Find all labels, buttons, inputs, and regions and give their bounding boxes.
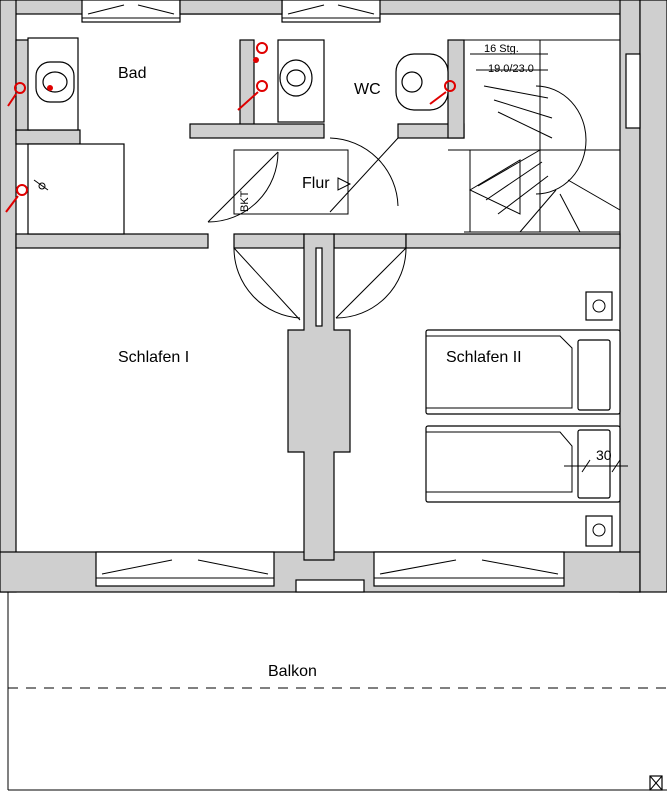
stairs-step-count: 16 Stg.: [484, 43, 519, 55]
doors: [207, 137, 407, 321]
side-window: [625, 53, 641, 129]
stairs-ratio: 19.0/23.0: [488, 63, 534, 75]
interior-walls: [15, 39, 621, 561]
balcony: [0, 591, 667, 791]
dimension-label: 30: [596, 447, 612, 463]
installation-markers: [5, 42, 456, 213]
bathroom-fixtures: [27, 37, 449, 235]
bottom-windows: [95, 551, 565, 593]
room-label-flur: Flur: [302, 175, 330, 192]
room-label-balkon: Balkon: [268, 663, 317, 680]
bkt-label: BKT: [239, 190, 251, 212]
top-windows: [81, 0, 381, 23]
room-label-wc: WC: [354, 81, 381, 98]
bedroom-furniture: [425, 291, 628, 547]
staircase: [448, 39, 621, 233]
room-label-schlafen-2: Schlafen II: [446, 349, 522, 366]
flur-outline: [233, 149, 349, 215]
room-label-bad: Bad: [118, 65, 146, 82]
flur-arrow: [337, 177, 352, 191]
room-label-schlafen-1: Schlafen I: [118, 349, 189, 366]
